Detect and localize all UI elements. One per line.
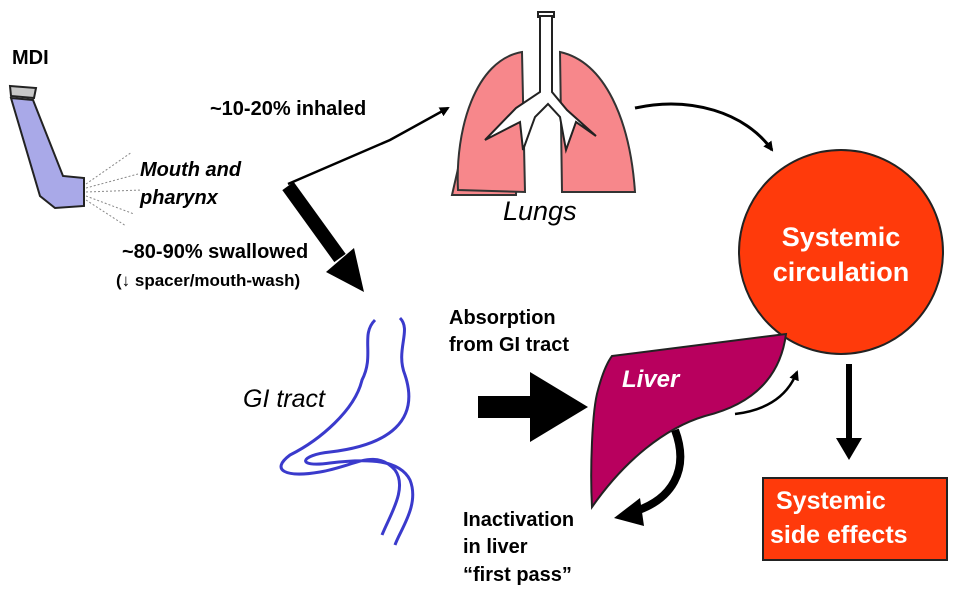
swallowed-label: ~80-90% swallowed	[122, 241, 309, 263]
systemic-circulation-label-line2: circulation	[772, 257, 910, 287]
mdi-label: MDI	[12, 47, 49, 69]
mouth-label-line1: Mouth and	[140, 159, 242, 181]
gi-tract-label: GI tract	[243, 385, 325, 413]
side-effects-label-line1: Systemic	[776, 487, 886, 515]
side-effects-box	[762, 477, 948, 561]
inactivation-label-line2: in liver	[463, 536, 528, 558]
side-effects-label-line2: side effects	[770, 521, 908, 549]
absorption-arrow	[478, 372, 588, 442]
lungs-label: Lungs	[503, 196, 577, 226]
swallowed-note: (↓ spacer/mouth-wash)	[116, 271, 301, 290]
mouth-label-line2: pharynx	[140, 187, 218, 209]
absorption-label-line2: from GI tract	[449, 334, 570, 356]
inactivation-label-line1: Inactivation	[463, 509, 575, 531]
swallowed-arrow	[282, 181, 364, 292]
inhaled-arrow	[287, 106, 450, 186]
gi-tract-icon	[279, 316, 415, 546]
liver-label: Liver	[622, 366, 680, 393]
inactivation-label-line3: “first pass”	[463, 564, 572, 586]
systemic-circulation-label-line1: Systemic	[781, 222, 901, 252]
systemic-circulation-circle	[738, 149, 944, 355]
lungs-to-circulation-arrow	[634, 102, 774, 152]
circulation-to-side-effects-arrow	[836, 364, 862, 460]
liver-to-circulation-arrow	[734, 370, 799, 416]
inhaled-label: ~10-20% inhaled	[210, 98, 367, 120]
first-pass-arrow	[614, 428, 685, 526]
liver-icon	[590, 332, 788, 510]
lungs-icon	[450, 11, 637, 196]
mdi-inhaler-icon	[8, 84, 143, 227]
absorption-label-line1: Absorption	[449, 307, 556, 329]
